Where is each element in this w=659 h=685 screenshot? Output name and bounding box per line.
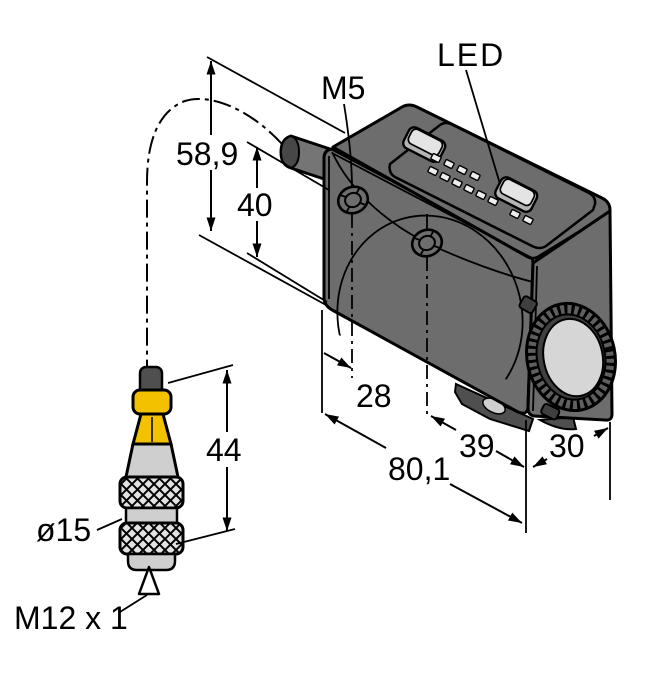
m12-connector — [118, 365, 185, 572]
thread-leader-line — [119, 594, 148, 613]
connector-body — [124, 442, 180, 479]
dim-hole-offset-label: 28 — [356, 378, 392, 414]
control-panel — [388, 121, 597, 250]
led-leader-line — [465, 69, 501, 185]
dimension-lines — [206, 61, 609, 531]
m5-label: M5 — [321, 70, 365, 106]
connector-diameter-label: ø15 — [36, 512, 91, 548]
mounting-hole-1 — [336, 185, 370, 215]
dim-lens-offset-label: 39 — [459, 428, 495, 464]
connector-knurl-ring-2 — [118, 521, 185, 556]
dim-housing-height-label: 40 — [237, 187, 273, 223]
connector-thread-label: M12 x 1 — [14, 600, 128, 636]
mounting-hole-2 — [410, 228, 444, 258]
thread-pointer-arrow — [137, 565, 161, 596]
dim-connector-length-label: 44 — [206, 432, 242, 468]
lens — [518, 295, 617, 421]
dim-total-length-label: 80,1 — [388, 451, 450, 487]
connector-end-cap — [126, 552, 177, 572]
connector-knurl-ring-1 — [118, 475, 185, 510]
m5-leader-line — [343, 103, 353, 189]
dim-housing-width-label: 30 — [549, 428, 585, 464]
connector-boot-collar — [131, 388, 173, 416]
teach-button-left — [402, 126, 447, 164]
teach-button-right — [494, 176, 539, 214]
cable-route-centerline — [146, 97, 283, 366]
led-indicators — [427, 152, 534, 226]
lens-ring-ribs — [526, 303, 616, 411]
led-label: LED — [437, 37, 505, 73]
connector-spacer-ring — [124, 506, 179, 525]
diameter-leader-line — [96, 518, 123, 531]
dim-total-height-label: 58,9 — [176, 136, 238, 172]
lens-face — [542, 317, 605, 398]
